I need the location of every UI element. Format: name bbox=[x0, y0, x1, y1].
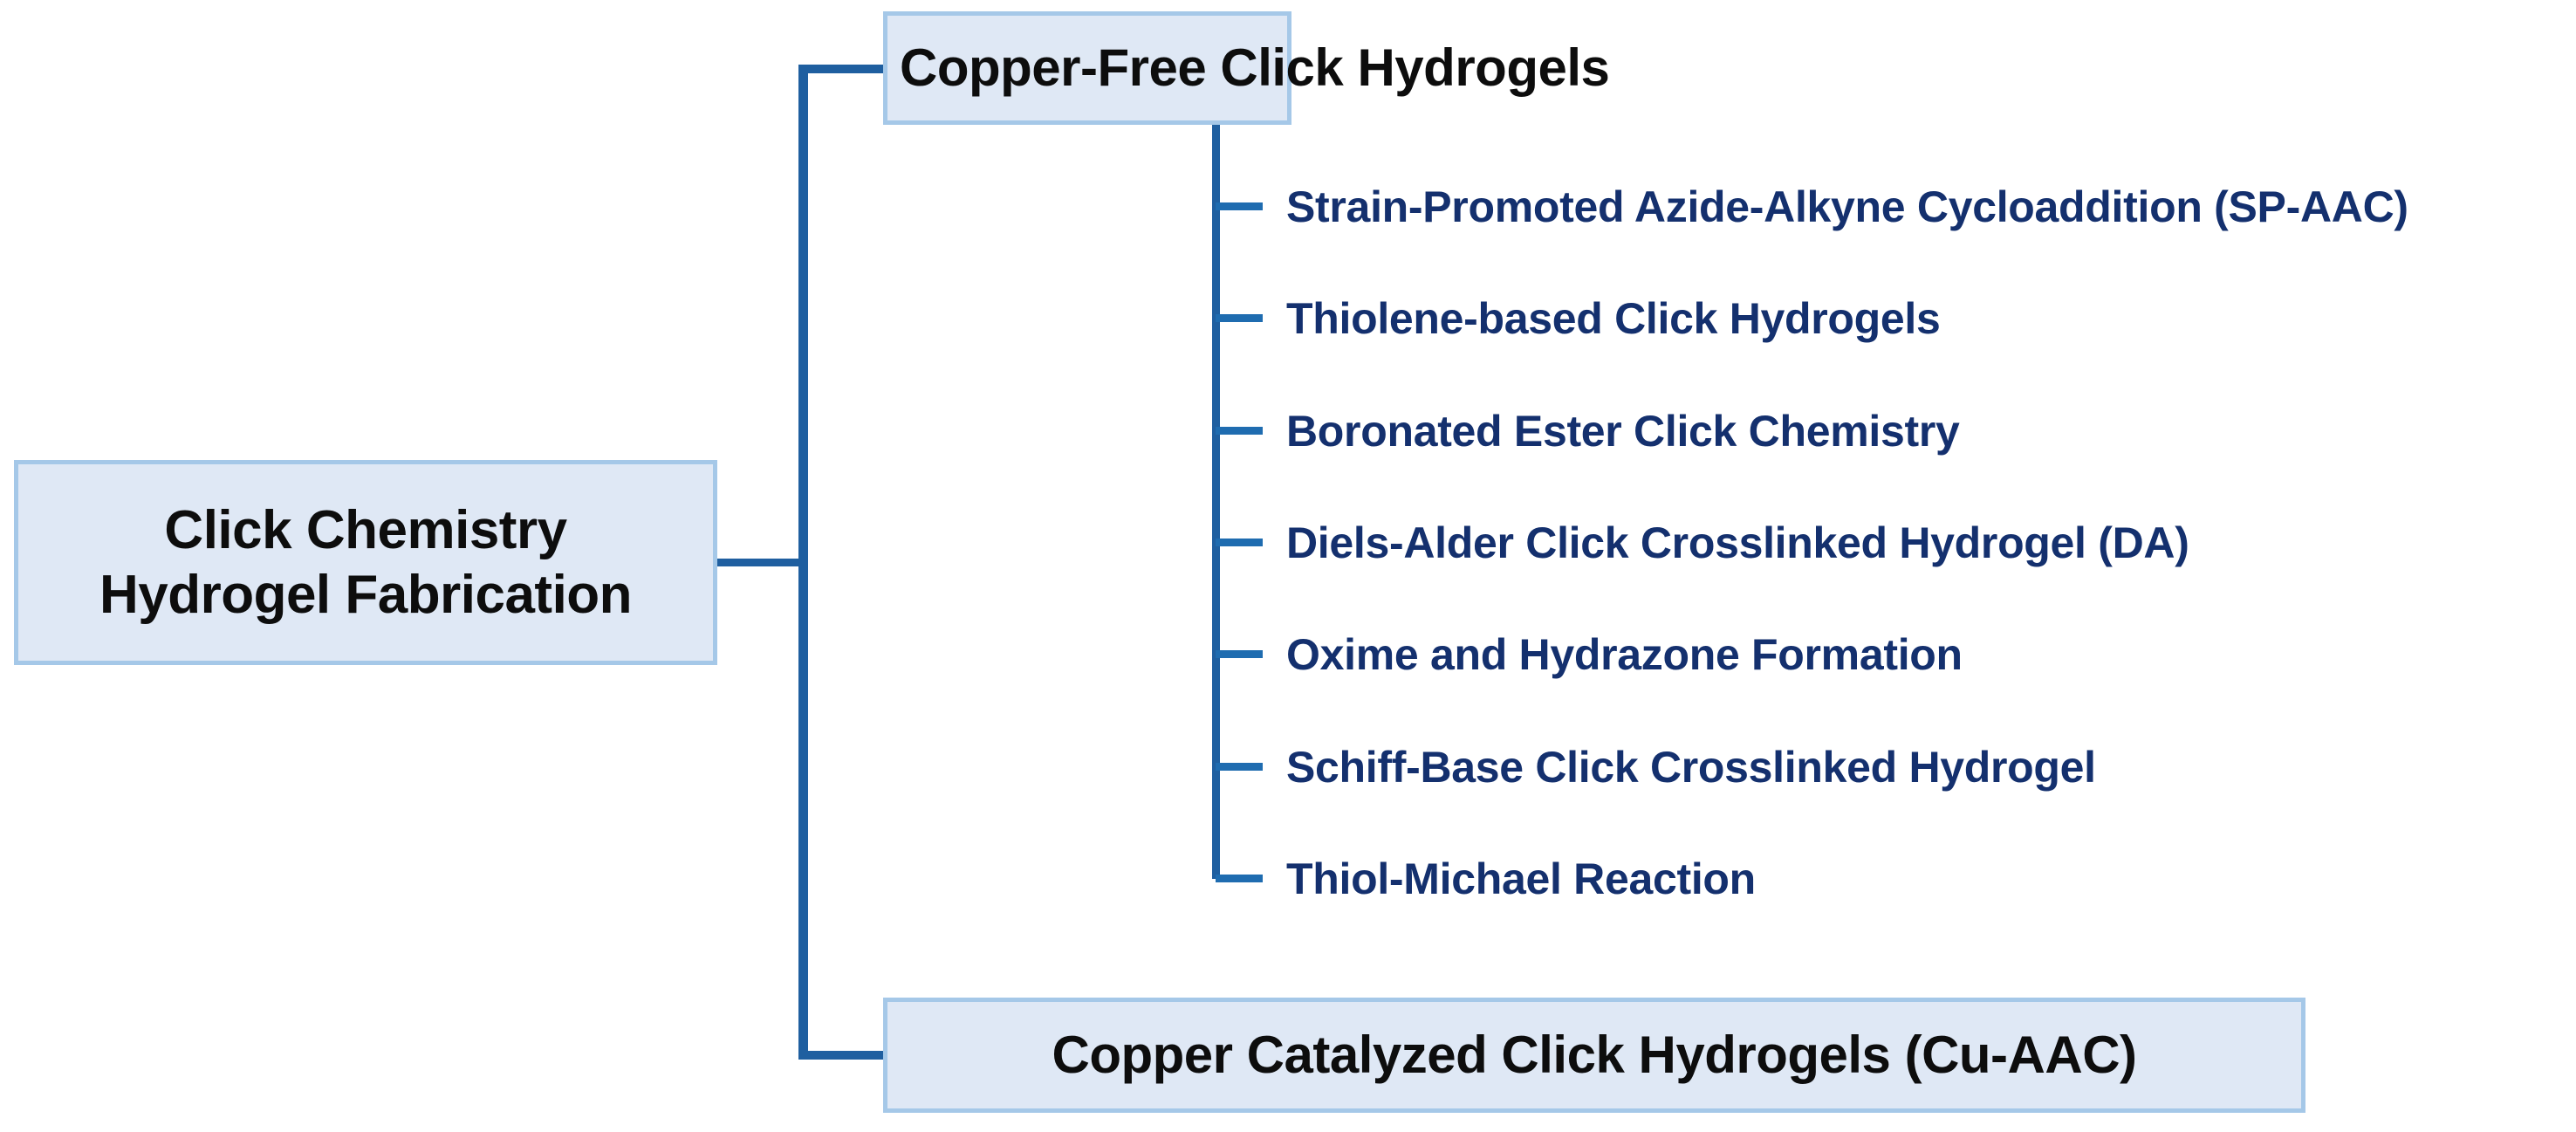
branch-node-copper-catalyzed-click-hydrogels[interactable]: Copper Catalyzed Click Hydrogels (Cu-AAC… bbox=[883, 998, 2305, 1113]
sub-stub-1 bbox=[1216, 202, 1263, 210]
branch-node-copper-free-label: Copper-Free Click Hydrogels bbox=[900, 38, 1610, 97]
root-node-label-line-1: Click Chemistry bbox=[164, 500, 567, 561]
sub-item-diels-alder-click-crosslinked-hydrogel[interactable]: Diels-Alder Click Crosslinked Hydrogel (… bbox=[1286, 518, 2189, 567]
trunk-vertical-line bbox=[798, 65, 808, 1060]
root-node-label: Click Chemistry Hydrogel Fabrication bbox=[99, 498, 633, 626]
sub-item-thiolene-based-click-hydrogels[interactable]: Thiolene-based Click Hydrogels bbox=[1286, 294, 1941, 343]
sub-stub-4 bbox=[1216, 539, 1263, 546]
sub-stub-3 bbox=[1216, 427, 1263, 435]
sub-item-schiff-base-click-crosslinked-hydrogel[interactable]: Schiff-Base Click Crosslinked Hydrogel bbox=[1286, 743, 2096, 792]
sub-item-thiol-michael-reaction[interactable]: Thiol-Michael Reaction bbox=[1286, 854, 1756, 903]
branch-node-copper-catalyzed-label: Copper Catalyzed Click Hydrogels (Cu-AAC… bbox=[1052, 1025, 2137, 1084]
connector-trunk-to-copper-catalyzed bbox=[803, 1051, 888, 1060]
sub-stub-7 bbox=[1216, 875, 1263, 882]
sub-stub-6 bbox=[1216, 763, 1263, 771]
connector-trunk-to-copper-free bbox=[803, 65, 888, 73]
root-node-click-chemistry-hydrogel-fabrication[interactable]: Click Chemistry Hydrogel Fabrication bbox=[14, 460, 717, 665]
sub-item-boronated-ester-click-chemistry[interactable]: Boronated Ester Click Chemistry bbox=[1286, 407, 1960, 456]
branch-node-copper-free-click-hydrogels[interactable]: Copper-Free Click Hydrogels bbox=[883, 11, 1610, 125]
sub-item-oxime-and-hydrazone-formation[interactable]: Oxime and Hydrazone Formation bbox=[1286, 630, 1963, 679]
subtrunk-vertical-line bbox=[1212, 125, 1220, 879]
sub-item-strain-promoted-azide-alkyne-cycloaddition[interactable]: Strain-Promoted Azide-Alkyne Cycloadditi… bbox=[1286, 182, 2408, 231]
sub-stub-5 bbox=[1216, 650, 1263, 658]
root-node-label-line-2: Hydrogel Fabrication bbox=[99, 564, 633, 625]
connector-root-to-trunk bbox=[714, 559, 801, 566]
sub-stub-2 bbox=[1216, 314, 1263, 322]
